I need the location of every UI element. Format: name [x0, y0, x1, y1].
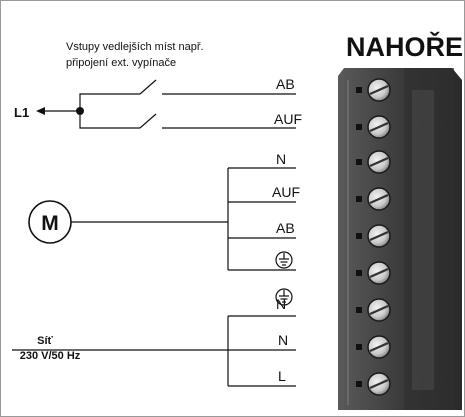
terminal-screw-icon [356, 150, 391, 174]
terminal-screw-icon [356, 335, 391, 359]
header-title: NAHOŘE [346, 31, 463, 62]
terminal-screw-icon [356, 372, 391, 396]
terminal-screw-icon [356, 78, 391, 102]
terminal-screw-icon [356, 115, 391, 139]
terminal-screw-icon [356, 261, 391, 285]
terminal-screw-icon [356, 298, 391, 322]
motor-feed [71, 167, 296, 271]
mains-label-line1: Síť [37, 335, 53, 347]
mains-label-line2: 230 V/50 Hz [20, 350, 81, 362]
terminal-block [338, 68, 462, 410]
source-label: L1 [14, 105, 29, 120]
terminal-label: AB [276, 220, 295, 236]
source-arrow-icon [36, 107, 80, 115]
switch-ab [79, 79, 296, 111]
inputs-note-line2: připojení ext. vypínače [66, 57, 176, 69]
ground-icon [275, 251, 293, 269]
terminal-label: AB [276, 76, 295, 92]
terminal-label: L [278, 368, 286, 384]
terminal-label: AUF [274, 111, 302, 127]
terminal-screw-icon [356, 187, 391, 211]
mains-feed [12, 315, 296, 387]
switch-auf [79, 111, 296, 129]
ground-icon [275, 288, 293, 306]
terminal-screw-icon [356, 224, 391, 248]
terminal-labels: AB AUF N AUF AB N N L [272, 76, 302, 384]
terminal-label: N [276, 151, 286, 167]
terminal-label: AUF [272, 184, 300, 200]
terminal-screws [356, 78, 391, 396]
terminal-label: N [278, 332, 288, 348]
inputs-note-line1: Vstupy vedlejších míst např. [66, 41, 204, 53]
motor-label: M [41, 212, 59, 235]
